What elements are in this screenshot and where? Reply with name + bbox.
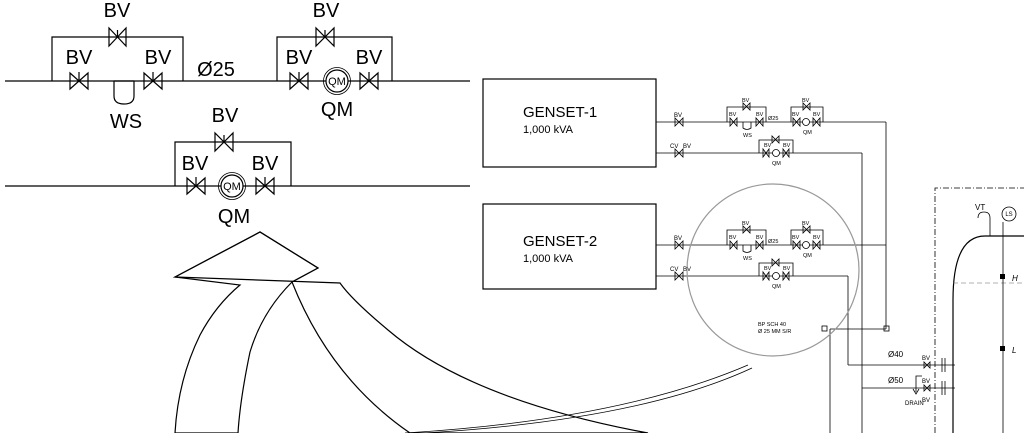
drain-label: DRAIN (905, 401, 924, 407)
small-label: BV (683, 144, 691, 150)
return-size-label: Ø50 (888, 376, 904, 385)
small-label: BV (802, 98, 810, 104)
supply-size-label: Ø40 (888, 350, 904, 359)
small-label: BV (674, 236, 682, 242)
small-label: BV (729, 112, 737, 118)
small-label: QM (772, 161, 781, 167)
small-label: BV (922, 398, 930, 404)
day-tank: H L VT LS BV BV BV Ø40 Ø50 DRAIN (888, 187, 1024, 433)
level-switch-label: LS (1005, 212, 1012, 218)
small-label: WS (743, 256, 752, 262)
small-label: QM (803, 130, 812, 136)
flow-meter-symbol: QM (218, 172, 246, 200)
bypass-label-2: Ø 25 MM S/R (758, 329, 791, 335)
genset-name: GENSET-1 (523, 104, 597, 121)
small-label: BV (756, 112, 764, 118)
genset-rating: 1,000 kVA (523, 124, 574, 136)
flow-meter-symbol: QM (323, 67, 351, 95)
small-label: WS (743, 133, 752, 139)
low-level-label: L (1012, 346, 1016, 355)
left-valve-label: BV (66, 47, 93, 69)
small-label: QM (803, 253, 812, 259)
left-valve-label: BV (182, 153, 209, 175)
genset-name: GENSET-2 (523, 233, 597, 250)
gate-valve-symbol (255, 176, 275, 196)
gate-valve-symbol (108, 26, 127, 48)
genset-box (482, 203, 657, 290)
small-label: BV (764, 266, 772, 272)
small-label: Ø25 (768, 239, 778, 245)
small-valve-group: BV BV BV BV WS Ø25 BV BV BV QM CV BV BV … (670, 221, 824, 290)
small-label: BV (783, 266, 791, 272)
small-label: QM (772, 284, 781, 290)
small-label: BV (742, 221, 750, 227)
meter-label: QM (218, 206, 250, 228)
gate-valve-symbol (214, 131, 234, 153)
genset-rating: 1,000 kVA (523, 253, 574, 265)
right-valve-label: BV (252, 153, 279, 175)
small-label: BV (674, 113, 682, 119)
small-label: BV (729, 235, 737, 241)
small-label: BV (792, 235, 800, 241)
top-valve-label: BV (313, 0, 340, 22)
gate-valve-symbol (186, 176, 206, 196)
small-label: BV (742, 98, 750, 104)
right-valve-label: BV (356, 47, 383, 69)
small-label: CV (670, 144, 678, 150)
strainer-label: WS (110, 111, 142, 133)
strainer-symbol (113, 80, 135, 105)
pipe-size-label: Ø25 (197, 59, 235, 81)
small-label: BV (802, 221, 810, 227)
gate-valve-symbol (315, 26, 335, 48)
small-label: BV (756, 235, 764, 241)
small-label: BV (783, 143, 791, 149)
right-valve-label: BV (145, 47, 172, 69)
small-label: BV (922, 379, 930, 385)
genset-box (482, 78, 657, 168)
meter-label: QM (321, 99, 353, 121)
small-label: Ø25 (768, 116, 778, 122)
high-level-label: H (1012, 274, 1018, 283)
genset-2: GENSET-2 1,000 kVA (482, 203, 657, 290)
gate-valve-symbol (289, 71, 309, 91)
gate-valve-symbol (359, 71, 379, 91)
callout-arrow (172, 231, 753, 433)
small-label: BV (813, 112, 821, 118)
magnifier-circle (686, 183, 860, 357)
level-switch-icon (1001, 206, 1017, 222)
genset-1: GENSET-1 1,000 kVA (482, 78, 657, 168)
small-label: BV (764, 143, 772, 149)
small-label: CV (670, 267, 678, 273)
gate-valve-symbol (143, 71, 163, 91)
top-valve-label: BV (212, 105, 239, 127)
small-valve-group: BV BV BV BV WS Ø25 BV BV BV QM CV BV BV … (670, 98, 824, 167)
meter-inner-label: QM (328, 76, 346, 88)
meter-inner-label: QM (223, 181, 241, 193)
top-valve-label: BV (104, 0, 131, 22)
bypass-label-1: BP SCH 40 (758, 322, 786, 328)
gate-valve-symbol (69, 71, 89, 91)
left-valve-label: BV (286, 47, 313, 69)
small-label: BV (813, 235, 821, 241)
small-label: BV (922, 356, 930, 362)
small-label: BV (792, 112, 800, 118)
vent-label: VT (975, 203, 985, 212)
detail-view: BV BV BV WS Ø25 QM BV BV BV QM (5, 0, 470, 228)
